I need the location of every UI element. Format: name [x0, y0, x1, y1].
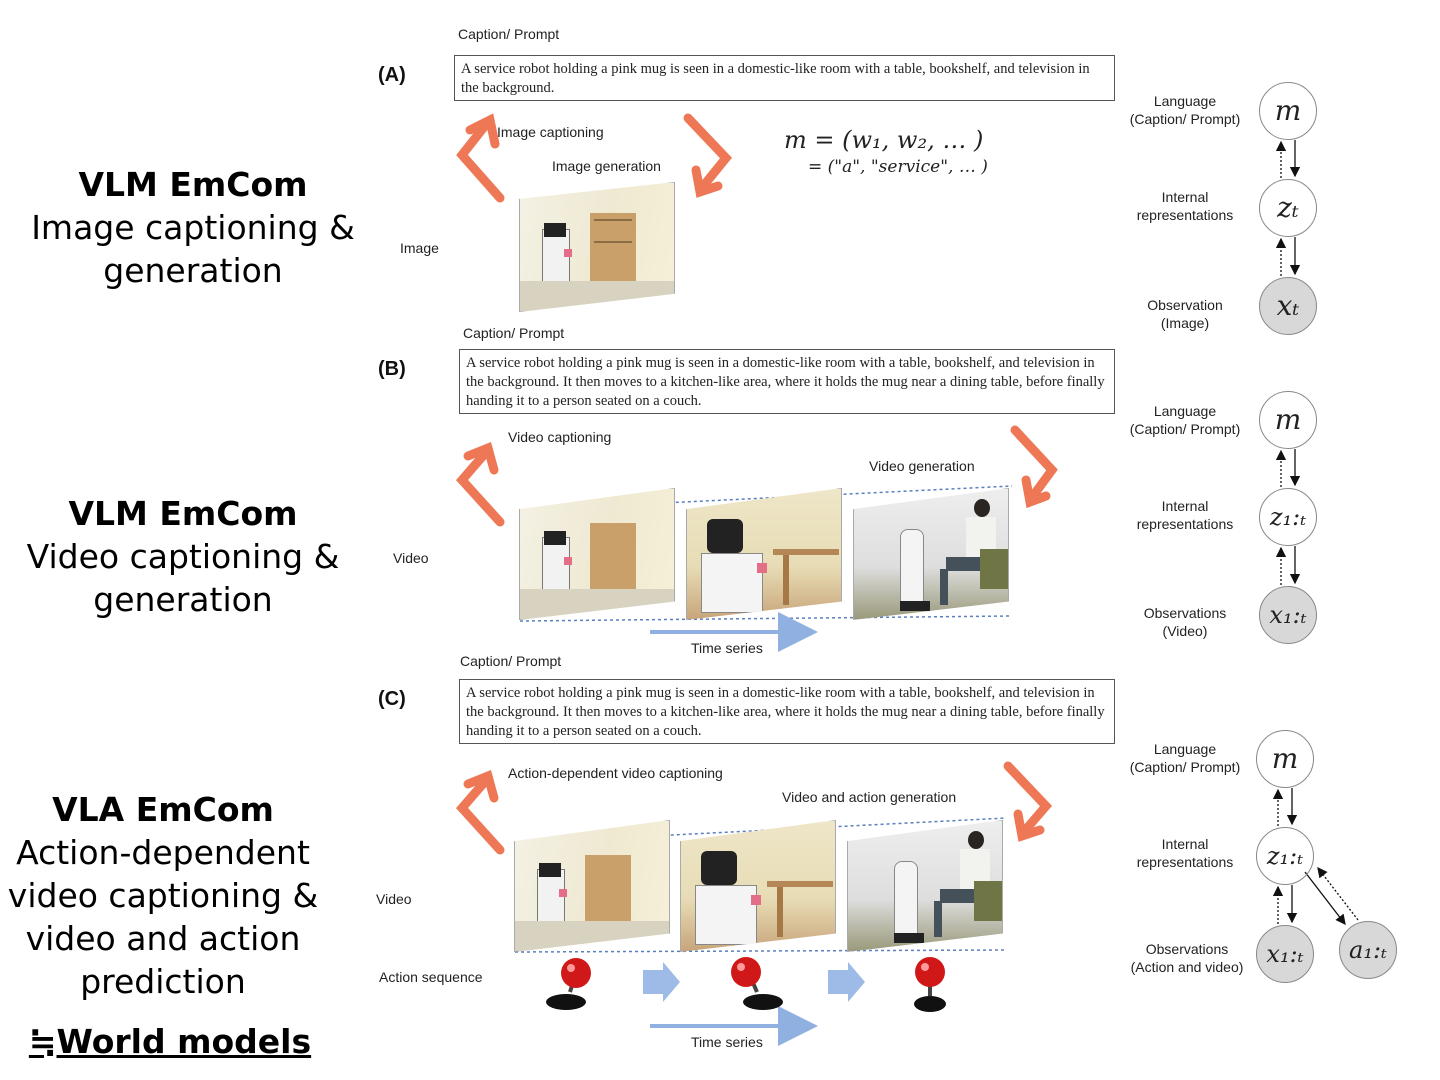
- arrow-label-captioning-b: Video captioning: [508, 429, 612, 445]
- title-b-heading: VLM EmCom: [68, 494, 298, 533]
- graph-a-internal-label: Internal representations: [1136, 189, 1234, 223]
- title-b-sub-1: Video captioning &: [26, 537, 340, 576]
- title-c-heading: VLA EmCom: [52, 790, 274, 829]
- title-c-sub-1: Action-dependent: [16, 833, 310, 872]
- joystick-icon-1: [546, 958, 591, 1010]
- orange-arrow-generation-b: [1010, 425, 1058, 509]
- arrow-label-captioning-a: Image captioning: [497, 124, 604, 140]
- graph-b-node-x: x₁:ₜ: [1259, 586, 1317, 644]
- caption-box-b: A service robot holding a pink mug is se…: [459, 349, 1115, 414]
- graph-a-edges: [1275, 140, 1301, 276]
- action-label-c: Action sequence: [379, 969, 483, 985]
- panel-label-b: (B): [378, 358, 406, 380]
- arrow-label-generation-c: Video and action generation: [782, 789, 957, 805]
- title-c-sub-4: prediction: [80, 962, 246, 1001]
- time-label-c: Time series: [691, 1034, 763, 1050]
- graph-a-lang-label: Language (Caption/ Prompt): [1129, 93, 1241, 127]
- action-step-arrow-2: [828, 962, 865, 1002]
- orange-arrow-captioning-b: [455, 441, 505, 527]
- graph-c-internal-label: Internal representations: [1136, 836, 1234, 870]
- orange-arrow-captioning-c: [455, 769, 505, 855]
- graph-b-node-m: m: [1259, 391, 1317, 449]
- video-frame-guides-b: [519, 485, 1013, 622]
- graph-c-node-x: x₁:ₜ: [1256, 925, 1314, 983]
- graph-c-node-z: z₁:ₜ: [1256, 827, 1314, 885]
- caption-box-c: A service robot holding a pink mug is se…: [459, 679, 1115, 744]
- arrow-label-captioning-c: Action-dependent video captioning: [508, 765, 723, 781]
- world-models-label: ≒World models: [28, 1022, 312, 1061]
- graph-b-obs-label: Observations (Video): [1143, 605, 1227, 639]
- video-frame-c-2: [680, 820, 836, 952]
- graph-b-node-z: z₁:ₜ: [1259, 488, 1317, 546]
- graph-c-lang-label: Language (Caption/ Prompt): [1129, 741, 1241, 775]
- media-label-c: Video: [376, 891, 412, 907]
- time-label-b: Time series: [691, 640, 763, 656]
- title-c-sub-3: video and action: [25, 919, 301, 958]
- orange-arrow-captioning-a: [456, 113, 505, 203]
- title-c-sub-2: video captioning &: [7, 876, 319, 915]
- video-frame-guides-c: [514, 817, 1007, 953]
- formula-line-1: m = (w₁, w₂, … ): [784, 126, 984, 154]
- media-label-a: Image: [400, 240, 439, 256]
- title-a-sub-2: generation: [103, 251, 283, 290]
- orange-arrow-generation-c: [1003, 761, 1053, 842]
- title-a-sub-1: Image captioning &: [31, 208, 355, 247]
- formula-line-2: = ("a", "service", … ): [808, 157, 988, 177]
- graph-b-lang-label: Language (Caption/ Prompt): [1129, 403, 1241, 437]
- graph-a-node-m: m: [1259, 82, 1317, 140]
- joystick-icon-3: [914, 957, 946, 1012]
- video-frame-c-1: [514, 820, 670, 952]
- graph-c-edges: [1272, 788, 1359, 926]
- formula-tokens: m = (w₁, w₂, … ) = ("a", "service", … ): [784, 124, 988, 178]
- action-step-arrow-1: [643, 962, 680, 1002]
- arrow-label-generation-a: Image generation: [552, 158, 661, 174]
- panel-label-a: (A): [378, 64, 406, 86]
- caption-title-c: Caption/ Prompt: [460, 653, 562, 669]
- orange-arrow-generation-a: [683, 113, 732, 198]
- media-label-b: Video: [393, 550, 429, 566]
- video-frame-b-3: [853, 488, 1009, 620]
- video-frame-c-3: [847, 820, 1003, 952]
- title-b-sub-2: generation: [93, 580, 273, 619]
- video-frame-b-1: [519, 488, 675, 620]
- caption-box-a: A service robot holding a pink mug is se…: [454, 55, 1115, 101]
- caption-title-b: Caption/ Prompt: [463, 325, 565, 341]
- title-b: VLM EmCom Video captioning & generation: [10, 492, 356, 621]
- graph-a-obs-label: Observation (Image): [1147, 297, 1223, 331]
- graph-c-obs-label: Observations (Action and video): [1130, 941, 1244, 975]
- joystick-icon-2: [731, 957, 783, 1010]
- title-c: VLA EmCom Action-dependent video caption…: [0, 788, 326, 1003]
- graph-b-edges: [1275, 449, 1301, 585]
- graph-a-node-x: xₜ: [1259, 277, 1317, 335]
- caption-title-a: Caption/ Prompt: [458, 26, 560, 42]
- video-frame-b-2: [686, 488, 842, 620]
- panel-label-c: (C): [378, 688, 406, 710]
- graph-c-node-a: a₁:ₜ: [1339, 921, 1397, 979]
- graph-c-node-m: m: [1256, 730, 1314, 788]
- title-a: VLM EmCom Image captioning & generation: [20, 163, 366, 292]
- graph-a-node-z: zₜ: [1259, 179, 1317, 237]
- robot-image-a: [519, 182, 675, 312]
- graph-b-internal-label: Internal representations: [1136, 498, 1234, 532]
- arrow-label-generation-b: Video generation: [869, 458, 975, 474]
- title-a-heading: VLM EmCom: [78, 165, 308, 204]
